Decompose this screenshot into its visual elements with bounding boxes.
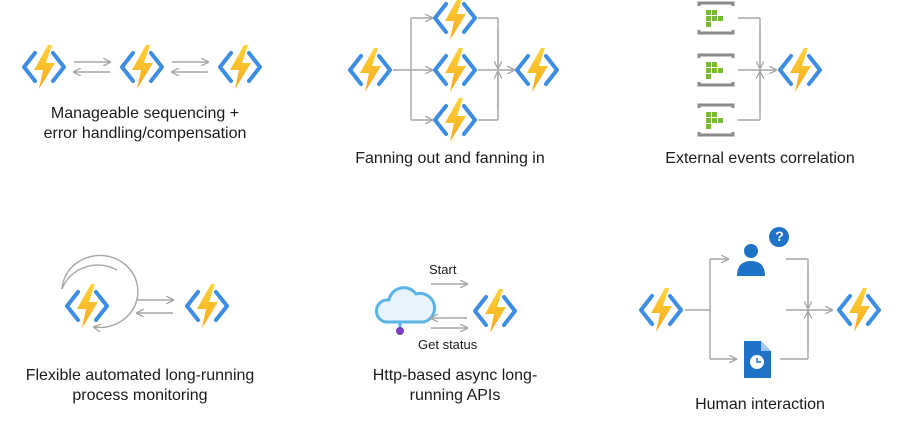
caption-line: Human interaction (695, 396, 825, 413)
queue-icon (697, 53, 735, 87)
caption-line: Fanning out and fanning in (355, 150, 545, 167)
caption-line: Flexible automated long-running (25, 367, 255, 384)
caption-sequencing: Manageable sequencing + error handling/c… (20, 104, 270, 144)
caption-line: Manageable sequencing + (50, 105, 240, 122)
azure-function-icon (433, 96, 477, 144)
caption-human: Human interaction (650, 395, 870, 415)
pattern-sequencing (22, 43, 262, 91)
start-label: Start (429, 262, 457, 277)
question-badge-icon (769, 227, 789, 247)
question-mark-label: ? (775, 228, 784, 244)
cloud-icon (374, 286, 437, 335)
queue-icon (697, 1, 735, 35)
azure-function-icon (185, 282, 229, 330)
azure-function-icon (65, 282, 109, 330)
loop-arrow (61, 254, 139, 327)
azure-function-icon (778, 46, 822, 94)
azure-function-icon (348, 46, 392, 94)
azure-function-icon (120, 43, 164, 91)
caption-events: External events correlation (640, 149, 880, 169)
caption-fanout: Fanning out and fanning in (330, 149, 570, 169)
azure-function-icon (639, 286, 683, 334)
azure-function-icon (218, 43, 262, 91)
document-clock-icon (744, 341, 771, 378)
queue-icon (697, 103, 735, 137)
azure-function-icon (473, 287, 517, 335)
caption-line: External events correlation (665, 150, 855, 167)
azure-function-icon (22, 43, 66, 91)
caption-line: Http-based async long- (372, 367, 538, 384)
caption-line: running APIs (409, 387, 501, 404)
azure-function-icon (433, 46, 477, 94)
person-icon (737, 244, 765, 276)
azure-function-icon (515, 46, 559, 94)
caption-http: Http-based async long- running APIs (345, 366, 565, 406)
azure-function-icon (837, 286, 881, 334)
get-status-label: Get status (418, 337, 478, 352)
azure-function-icon (433, 0, 477, 42)
loop-arrow (61, 264, 118, 290)
caption-monitor: Flexible automated long-running process … (0, 366, 280, 406)
pattern-http (374, 284, 517, 335)
pattern-monitor (61, 254, 229, 330)
caption-line: process monitoring (72, 387, 208, 404)
caption-line: error handling/compensation (43, 125, 247, 142)
pattern-fanout (348, 0, 559, 144)
pattern-human (639, 227, 881, 378)
pattern-events (697, 1, 822, 137)
